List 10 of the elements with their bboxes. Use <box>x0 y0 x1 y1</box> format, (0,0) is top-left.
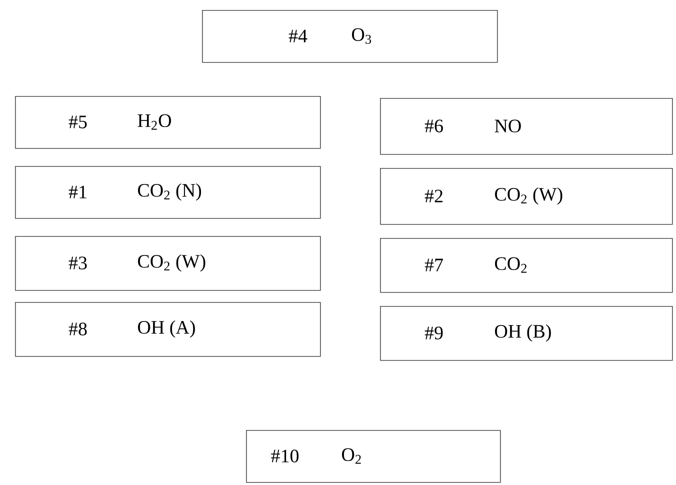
formula-box: #2 CO$_{2}$ (W) <box>380 168 673 225</box>
formula-box: #5 H$_{2}$O <box>15 96 321 149</box>
formula-box: #9 OH (B) <box>380 306 673 361</box>
formula-box: #1 CO$_{2}$ (N) <box>15 166 321 219</box>
formula-box: #10 O$_{2}$ <box>246 430 501 483</box>
formula-box: #7 CO$_{2}$ <box>380 238 673 293</box>
formula-box: #6 NO <box>380 98 673 155</box>
formula-box: #8 OH (A) <box>15 302 321 357</box>
formula-box: #4 O$_{3}$ <box>202 10 498 63</box>
formula-box: #3 CO$_{2}$ (W) <box>15 236 321 291</box>
